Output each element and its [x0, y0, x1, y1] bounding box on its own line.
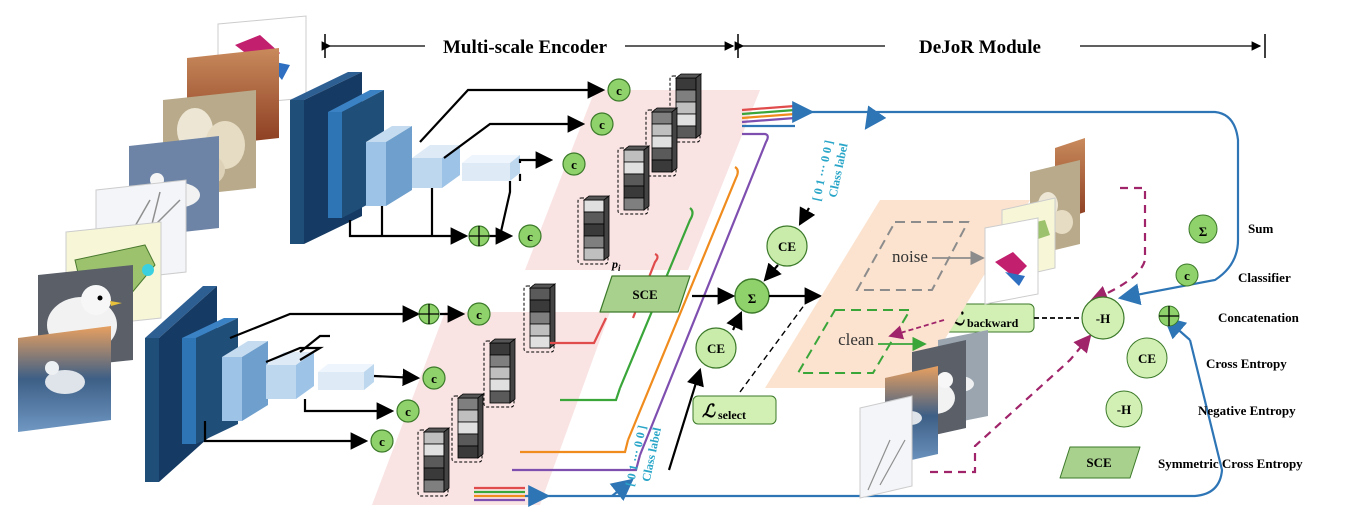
- prediction-stack: [617, 145, 651, 215]
- image-gull-water: [18, 326, 111, 432]
- svg-text:ℒ: ℒ: [702, 401, 716, 421]
- svg-text:noise: noise: [892, 247, 928, 266]
- concat-top: [468, 225, 490, 247]
- enc-top-block-3: [366, 126, 412, 206]
- legend-neg-entropy: -H Negative Entropy: [1105, 390, 1296, 428]
- svg-text:CE: CE: [707, 341, 725, 356]
- enc-bot-block-3: [222, 341, 268, 421]
- ce-top-node: CE: [766, 225, 808, 267]
- legend-sum: Σ Sum: [1188, 214, 1273, 244]
- svg-text:CE: CE: [778, 239, 796, 254]
- prediction-stack: [483, 338, 517, 408]
- legend-concat: Concatenation: [1158, 305, 1300, 327]
- classifier-c7: c: [396, 399, 420, 423]
- purple-dashed-path: [1089, 186, 1147, 303]
- legend-sce: SCE Symmetric Cross Entropy: [1059, 446, 1303, 479]
- prediction-stack: [451, 393, 485, 463]
- svg-text:c: c: [476, 307, 482, 322]
- class-label-bottom: [ 0 1 ··· 0 0 ] Class label: [623, 424, 665, 488]
- svg-text:backward: backward: [967, 316, 1019, 330]
- svg-text:c: c: [1184, 268, 1190, 283]
- clean-images: [859, 330, 988, 499]
- prediction-stack: [577, 195, 611, 265]
- classifier-c6: c: [422, 366, 446, 390]
- enc-top-block-5: [462, 155, 520, 181]
- svg-text:Sum: Sum: [1248, 221, 1273, 236]
- svg-text:c: c: [571, 157, 577, 172]
- loss-select-box: ℒ select: [692, 395, 777, 425]
- svg-text:-H: -H: [1117, 402, 1131, 417]
- svg-text:c: c: [405, 404, 411, 419]
- encoder-title: Multi-scale Encoder: [443, 37, 608, 58]
- classifier-c8: c: [370, 429, 394, 453]
- classifier-c2: c: [590, 112, 614, 136]
- classifier-c5: c: [467, 302, 491, 326]
- svg-text:CE: CE: [1138, 351, 1156, 366]
- blue-flow: [525, 101, 1240, 507]
- legend: Σ Sum c Classifier Concatenation CE Cross E…: [1059, 214, 1303, 479]
- svg-text:c: c: [431, 371, 437, 386]
- neg-entropy-node: -H: [1081, 296, 1125, 340]
- prediction-stacks: [417, 73, 703, 497]
- noise-images: [984, 138, 1085, 305]
- svg-text:SCE: SCE: [1086, 455, 1111, 470]
- classifier-c4: c: [518, 224, 542, 248]
- classifier-c1: c: [607, 78, 631, 102]
- header: Multi-scale Encoder DeJoR Module: [321, 34, 1266, 58]
- connections-top: [348, 81, 606, 245]
- clean-region: clean: [796, 309, 912, 374]
- svg-text:Classifier: Classifier: [1238, 270, 1291, 285]
- svg-text:SCE: SCE: [632, 287, 657, 302]
- svg-text:c: c: [379, 434, 385, 449]
- classifier-c3: c: [562, 152, 586, 176]
- svg-text:c: c: [599, 117, 605, 132]
- svg-text:Σ: Σ: [748, 291, 757, 306]
- connections-bottom: [203, 305, 466, 450]
- prediction-lines-top: [618, 104, 796, 456]
- noise-region: noise: [855, 221, 970, 291]
- svg-text:Negative Entropy: Negative Entropy: [1198, 403, 1296, 418]
- encoder-top: [290, 72, 520, 244]
- pi-label: pi: [611, 257, 621, 273]
- legend-classifier: c Classifier: [1175, 263, 1291, 287]
- prediction-stack: [645, 107, 679, 177]
- prediction-stack: [669, 73, 703, 143]
- selection-plane: [765, 200, 1030, 388]
- selection-arrows: [878, 250, 1082, 352]
- module-title: DeJoR Module: [919, 37, 1041, 58]
- svg-text:c: c: [616, 83, 622, 98]
- prediction-lines-bottom: [474, 317, 642, 502]
- svg-text:c: c: [527, 229, 533, 244]
- sce-node: SCE: [599, 275, 691, 313]
- svg-text:Symmetric Cross Entropy: Symmetric Cross Entropy: [1158, 456, 1303, 471]
- class-label-top: [ 0 1 ··· 0 0 ] Class label: [809, 139, 850, 203]
- legend-ce: CE Cross Entropy: [1126, 337, 1287, 379]
- input-images-top: [18, 15, 307, 432]
- concat-bottom: [418, 303, 440, 325]
- svg-text:-H: -H: [1096, 311, 1110, 326]
- encoder-bottom: [145, 286, 374, 482]
- prediction-stack: [417, 427, 451, 497]
- sum-node: Σ: [734, 278, 770, 314]
- svg-text:Σ: Σ: [1199, 224, 1208, 239]
- svg-text:Cross Entropy: Cross Entropy: [1206, 356, 1287, 371]
- enc-bot-block-4: [266, 352, 314, 399]
- svg-text:select: select: [718, 408, 746, 422]
- enc-bot-block-5: [318, 364, 374, 390]
- ce-bottom-node: CE: [695, 327, 737, 369]
- purple-dashed-path-bottom: [930, 334, 1092, 474]
- node-arrows: [667, 206, 823, 471]
- svg-text:Concatenation: Concatenation: [1218, 310, 1300, 325]
- svg-text:clean: clean: [838, 330, 874, 349]
